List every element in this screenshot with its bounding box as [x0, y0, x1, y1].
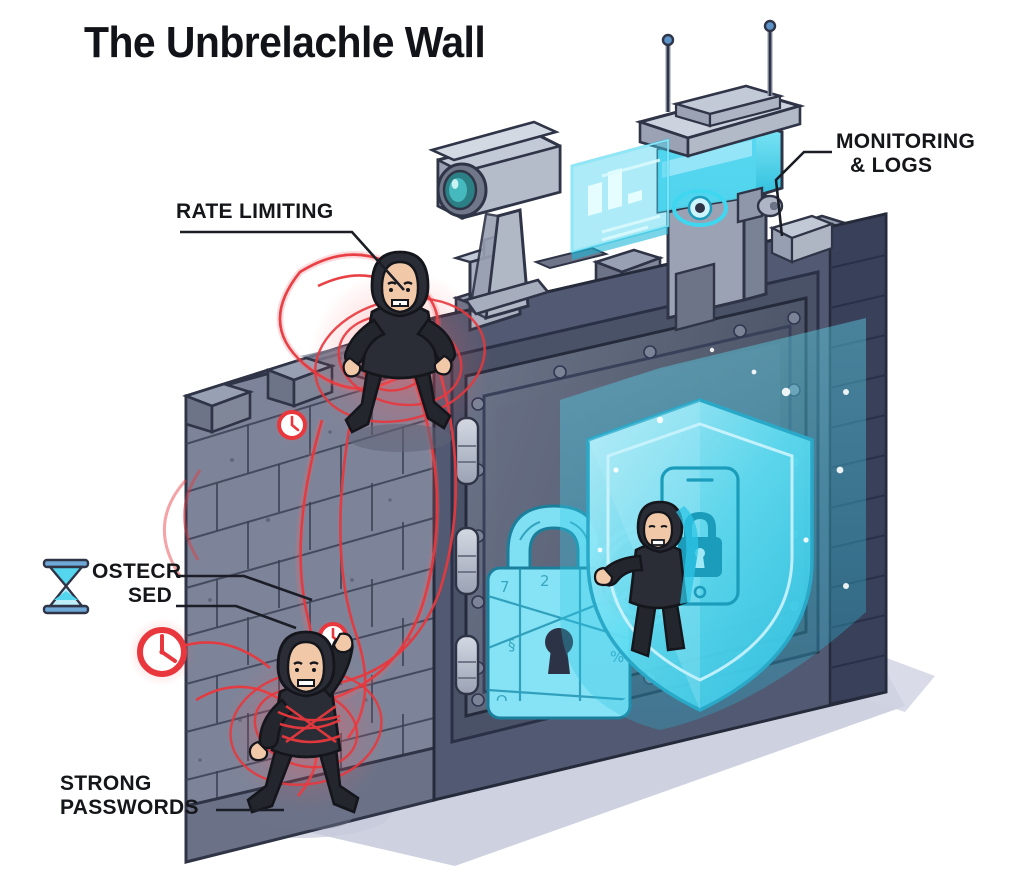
label-monitoring-line2: & LOGS [850, 153, 933, 177]
leader-throttle-b [176, 604, 297, 630]
hacker-at-base [246, 630, 360, 830]
label-monitoring-logs: MONITORING & LOGS [836, 130, 975, 178]
hologram-dashboard [570, 138, 670, 260]
label-passwords-line2: PASSWORDS [60, 795, 199, 819]
label-throttle-line2: SED [128, 583, 173, 607]
page-title: The Unbrelachle Wall [84, 18, 486, 67]
label-strong-passwords: STRONG PASSWORDS [60, 772, 199, 820]
monitoring-sensor-block [768, 214, 836, 264]
security-camera [428, 120, 562, 333]
camera-lens [436, 162, 488, 218]
hacker-at-wheel [593, 500, 699, 658]
leader-rate-limiting [180, 230, 405, 291]
label-throttle-line1: OSTECR [92, 560, 182, 583]
leader-monitoring [774, 150, 832, 237]
svg-text:Ω: Ω [496, 692, 507, 710]
clock-icon-large [128, 618, 196, 686]
clock-badge-upper [273, 406, 311, 444]
eye-icon [672, 189, 728, 227]
leader-throttle-a [176, 574, 313, 602]
svg-text:7: 7 [500, 578, 510, 596]
label-rate-limiting-text: RATE LIMITING [176, 200, 334, 223]
svg-text:2: 2 [540, 572, 550, 590]
tower-light [736, 186, 784, 224]
svg-text:¤: ¤ [560, 698, 570, 716]
hacker-on-top [342, 250, 457, 452]
leader-lines [176, 150, 832, 812]
label-rate-limiting: RATE LIMITING [176, 200, 334, 224]
shield-sparkles [597, 347, 849, 589]
svg-text:§: § [508, 636, 516, 654]
bar-chart-icon [588, 168, 642, 216]
hourglass-icon [42, 558, 90, 615]
label-monitoring-line1: MONITORING [836, 130, 976, 153]
label-passwords-line1: STRONG [60, 772, 152, 795]
label-throttle: OSTECR SED [92, 560, 181, 608]
watchtower [634, 19, 806, 332]
door-bolt-bars [454, 416, 480, 696]
antenna-icon [661, 19, 777, 112]
